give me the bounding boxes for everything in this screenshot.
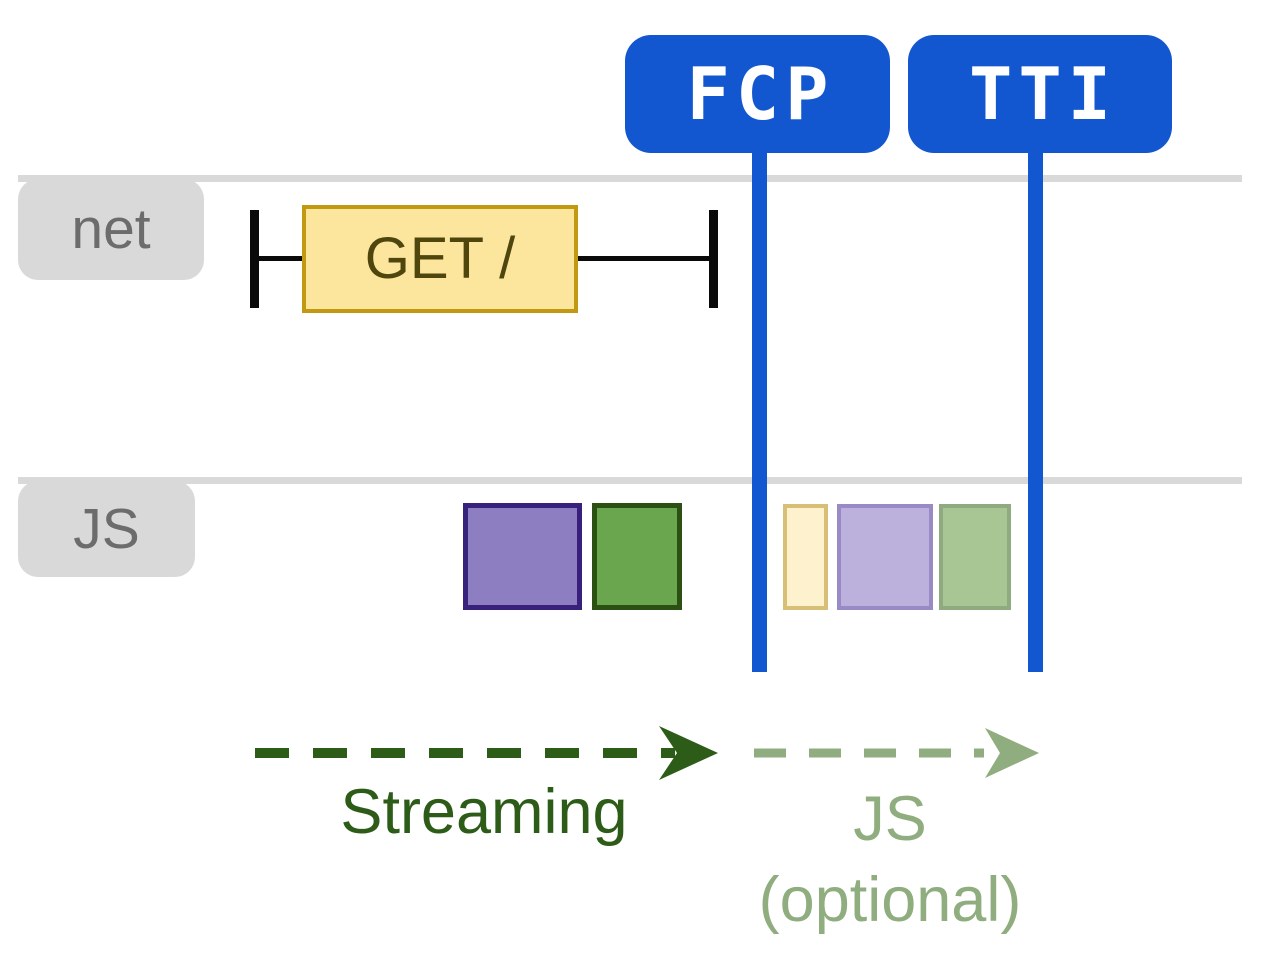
fcp-marker-line (752, 150, 767, 672)
get-request-label: GET / (364, 226, 516, 291)
tti-badge-label: TTI (968, 52, 1118, 136)
fcp-badge: FCP (625, 35, 890, 153)
js-lane-label-text: JS (73, 496, 140, 561)
js-lane-label: JS (18, 481, 195, 577)
light-green-chunk (939, 504, 1011, 610)
light-purple-chunk (837, 504, 933, 610)
tti-badge: TTI (908, 35, 1172, 153)
request-end-tick (709, 210, 718, 308)
js-optional-caption: JS (optional) (700, 779, 1080, 941)
solid-green-chunk (592, 503, 682, 610)
solid-purple-chunk (463, 503, 582, 610)
request-start-tick (250, 210, 259, 308)
js-optional-caption-line2: (optional) (758, 865, 1022, 935)
streaming-arrow-icon (255, 726, 718, 780)
tti-marker-line (1028, 150, 1043, 672)
streaming-caption: Streaming (214, 772, 754, 853)
request-whisker-right (578, 256, 709, 261)
js-optional-caption-line1: JS (853, 784, 927, 854)
net-lane-rail (18, 175, 1242, 182)
streaming-caption-text: Streaming (340, 777, 628, 847)
js-optional-arrow-icon (754, 728, 1039, 778)
light-yellow-chunk (783, 504, 828, 610)
fcp-badge-label: FCP (686, 52, 835, 136)
request-whisker-left (259, 256, 302, 261)
net-lane-label-text: net (71, 197, 151, 261)
get-request-box: GET / (302, 205, 578, 313)
js-lane-rail (18, 477, 1242, 484)
net-lane-label: net (18, 179, 204, 280)
